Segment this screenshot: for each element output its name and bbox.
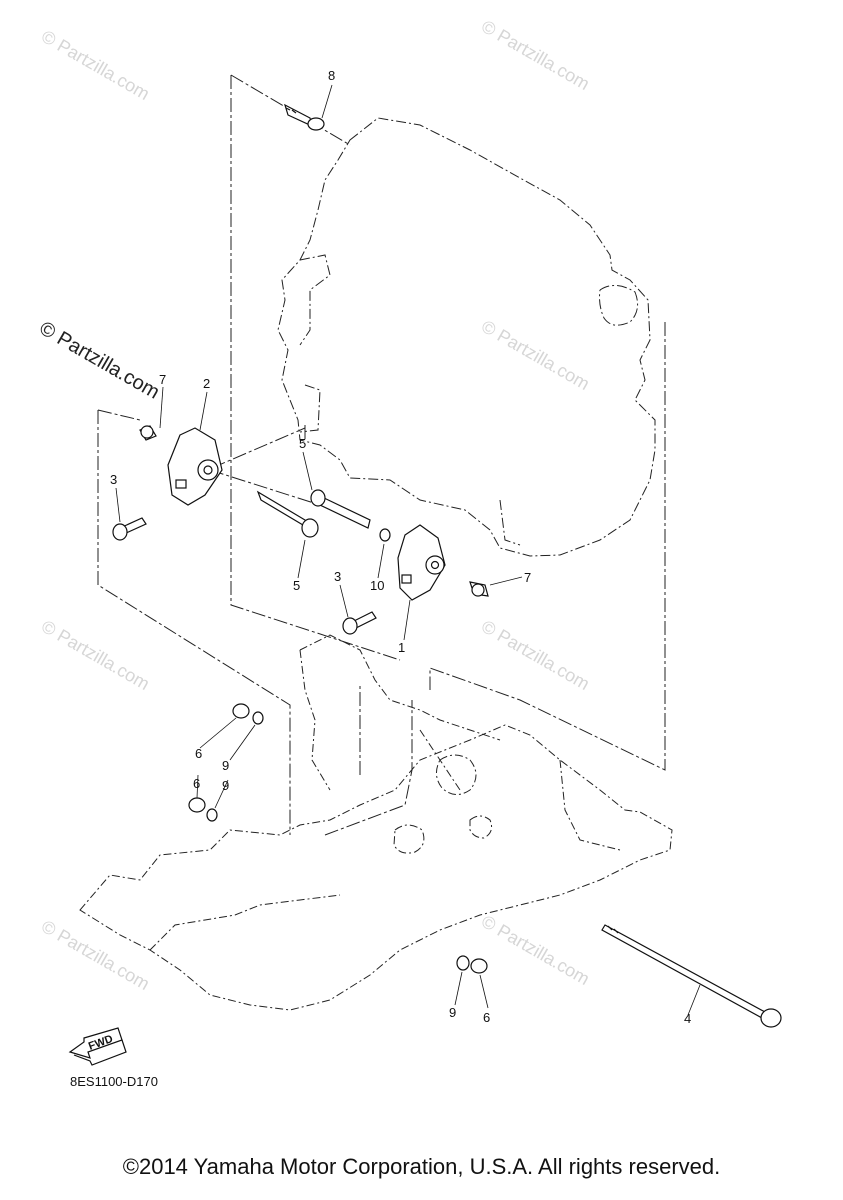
watermark-text: © Partzilla.com (478, 316, 593, 394)
callout-label: 7 (524, 570, 531, 585)
engine-mount-part-1 (379, 524, 489, 601)
callout-label: 1 (398, 640, 405, 655)
callout-label: 4 (684, 1011, 691, 1026)
engine-bed-outline (79, 634, 673, 1011)
through-bolt-part-5 (256, 489, 371, 538)
callout-label: 6 (483, 1010, 490, 1025)
callout-label: 9 (222, 778, 229, 793)
callout-label: 9 (449, 1005, 456, 1020)
watermark-text: © Partzilla.com (38, 916, 153, 994)
callout-label: 6 (193, 776, 200, 791)
watermark-text: © Partzilla.com (38, 616, 153, 694)
callout-label: 3 (110, 472, 117, 487)
callout-label: 2 (203, 376, 210, 391)
callout-label: 7 (159, 372, 166, 387)
watermark-text: © Partzilla.com (478, 616, 593, 694)
watermark-text: © Partzilla.com (478, 16, 593, 94)
leader-lines (115, 84, 701, 1016)
bolt-part-8 (284, 103, 325, 131)
watermark-text: © Partzilla.com (478, 911, 593, 989)
engine-mount-part-2 (139, 425, 223, 506)
callout-label: 3 (334, 569, 341, 584)
engine-outline (277, 117, 656, 557)
callout-label: 5 (299, 436, 306, 451)
forward-arrow-icon: FWD (68, 1027, 127, 1066)
callout-numbers: 8 2 7 3 5 5 10 3 1 7 6 9 6 9 9 6 4 (110, 68, 691, 1026)
watermark-large-text: © Partzilla.com (36, 317, 164, 403)
callout-label: 6 (195, 746, 202, 761)
nuts-and-washers (188, 703, 488, 974)
callout-label: 5 (293, 578, 300, 593)
long-bolt-part-4 (601, 924, 782, 1028)
copyright-text: ©2014 Yamaha Motor Corporation, U.S.A. A… (122, 1154, 721, 1179)
watermark-text: © Partzilla.com (38, 26, 153, 104)
diagram-code: 8ES1100-D170 (70, 1074, 158, 1089)
bolt-part-3 (112, 517, 377, 635)
callout-label: 8 (328, 68, 335, 83)
callout-label: 9 (222, 758, 229, 773)
callout-label: 10 (370, 578, 384, 593)
